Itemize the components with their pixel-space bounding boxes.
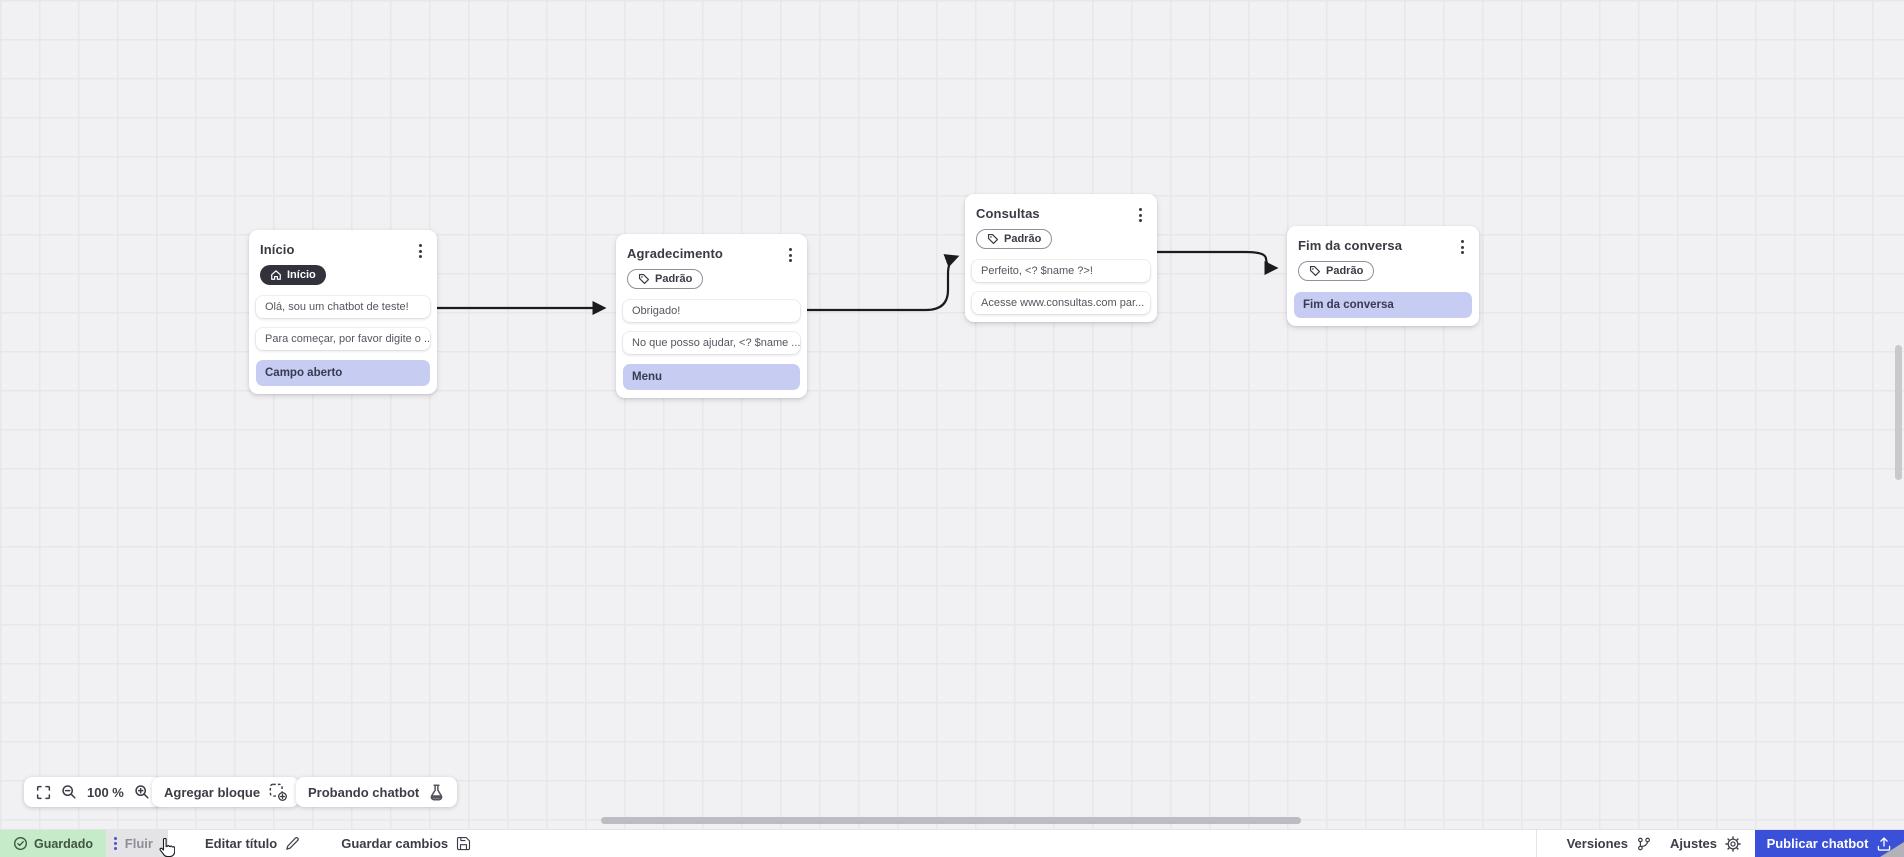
node-type-badge-padrao: Padrão xyxy=(627,269,704,289)
versions-label: Versiones xyxy=(1566,836,1629,851)
add-block-label: Agregar bloque xyxy=(164,784,261,800)
flow-edges xyxy=(437,250,1279,316)
save-changes-button[interactable]: Guardar cambios xyxy=(341,830,471,857)
action-row[interactable]: Campo aberto xyxy=(256,360,430,386)
gear-icon xyxy=(1725,835,1741,852)
tag-icon xyxy=(987,233,999,245)
flask-icon xyxy=(430,784,443,800)
node-header: Fim da conversa xyxy=(1294,238,1472,256)
fit-screen-icon[interactable] xyxy=(36,785,51,800)
node-type-badge-padrao: Padrão xyxy=(1298,261,1375,281)
zoom-in-icon[interactable] xyxy=(134,784,150,800)
pencil-icon xyxy=(286,837,299,850)
publish-chatbot-button[interactable]: Publicar chatbot xyxy=(1755,830,1904,857)
node-type-badge-inicio: Início xyxy=(260,265,326,285)
message-row[interactable]: No que posso ajudar, <? $name ... xyxy=(623,332,800,354)
node-header: Agradecimento xyxy=(623,246,800,264)
settings-label: Ajustes xyxy=(1670,836,1717,851)
saved-label: Guardado xyxy=(33,836,94,851)
message-row[interactable]: Perfeito, <? $name ?>! xyxy=(972,260,1150,282)
tag-icon xyxy=(638,273,650,285)
save-icon xyxy=(457,836,471,851)
add-block-icon xyxy=(269,783,288,801)
badge-label: Padrão xyxy=(655,273,693,285)
upload-icon xyxy=(1878,836,1891,851)
node-type-badge-padrao: Padrão xyxy=(976,229,1053,249)
node-title: Fim da conversa xyxy=(1298,238,1403,253)
home-icon xyxy=(271,270,281,280)
badge-label: Padrão xyxy=(1326,265,1364,277)
flow-node-agradecimento[interactable]: Agradecimento Padrão Obrigado! No que po… xyxy=(616,234,807,398)
edit-title-button[interactable]: Editar título xyxy=(205,830,300,857)
node-menu-kebab-icon[interactable] xyxy=(1458,238,1467,256)
status-bar-spacer xyxy=(471,830,1535,857)
node-header: Consultas xyxy=(972,206,1150,224)
saved-status-badge: Guardado xyxy=(0,830,106,857)
flow-node-inicio[interactable]: Início Início Olá, sou um chatbot de tes… xyxy=(249,230,437,394)
message-row[interactable]: Acesse www.consultas.com par... xyxy=(972,292,1150,314)
edit-title-label: Editar título xyxy=(205,836,278,851)
edge-consultas-fim xyxy=(1157,250,1279,276)
edge-agradecimento-consultas xyxy=(807,254,960,312)
settings-button[interactable]: Ajustes xyxy=(1670,830,1741,857)
tab-flow[interactable]: Fluir xyxy=(106,830,168,857)
git-branch-icon xyxy=(1638,837,1650,850)
check-circle-icon xyxy=(13,837,27,850)
node-title: Consultas xyxy=(976,206,1040,221)
action-row[interactable]: Fim da conversa xyxy=(1294,292,1472,318)
drag-handle-dots-icon[interactable] xyxy=(114,837,117,850)
action-row[interactable]: Menu xyxy=(623,364,800,390)
flow-node-fim-da-conversa[interactable]: Fim da conversa Padrão Fim da conversa xyxy=(1287,226,1479,326)
add-block-button[interactable]: Agregar bloque xyxy=(152,777,300,807)
save-changes-label: Guardar cambios xyxy=(341,836,449,851)
node-header: Início xyxy=(256,242,430,260)
flow-tab-label: Fluir xyxy=(124,836,153,851)
status-bar: Guardado Fluir Editar título Guardar cam… xyxy=(0,829,1904,857)
badge-label: Padrão xyxy=(1004,233,1042,245)
zoom-out-icon[interactable] xyxy=(61,784,77,800)
flow-node-consultas[interactable]: Consultas Padrão Perfeito, <? $name ?>! … xyxy=(965,194,1157,322)
badge-label: Início xyxy=(287,269,316,281)
message-row[interactable]: Olá, sou um chatbot de teste! xyxy=(256,296,430,318)
status-bar-divider xyxy=(1535,830,1537,857)
versions-button[interactable]: Versiones xyxy=(1567,830,1652,857)
tag-icon xyxy=(1309,265,1321,277)
node-title: Agradecimento xyxy=(627,246,723,261)
vertical-scrollbar[interactable] xyxy=(1895,345,1902,480)
node-menu-kebab-icon[interactable] xyxy=(786,246,795,264)
message-row[interactable]: Para começar, por favor digite o ... xyxy=(256,328,430,350)
node-title: Início xyxy=(260,242,295,257)
message-row[interactable]: Obrigado! xyxy=(623,300,800,322)
horizontal-scrollbar[interactable] xyxy=(601,817,1301,824)
node-menu-kebab-icon[interactable] xyxy=(1136,206,1145,224)
flow-canvas[interactable]: Início Início Olá, sou um chatbot de tes… xyxy=(0,0,1904,829)
zoom-level-label: 100 % xyxy=(87,784,124,800)
test-chatbot-label: Probando chatbot xyxy=(308,784,420,800)
publish-label: Publicar chatbot xyxy=(1766,836,1869,851)
node-menu-kebab-icon[interactable] xyxy=(416,242,425,260)
canvas-zoom-controls: 100 % xyxy=(24,777,162,807)
test-chatbot-button[interactable]: Probando chatbot xyxy=(296,777,458,807)
